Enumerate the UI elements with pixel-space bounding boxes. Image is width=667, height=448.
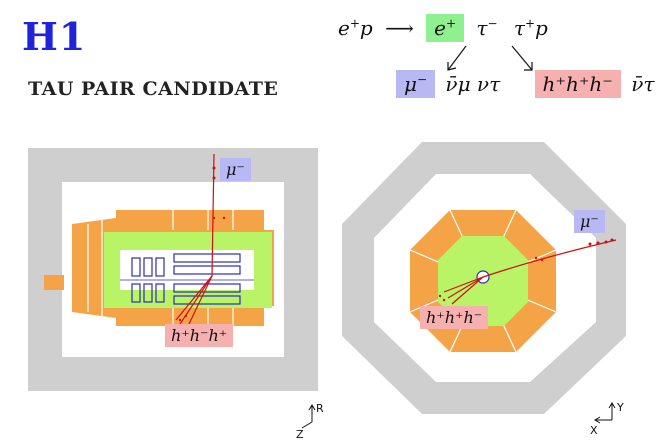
calorimeter-hits-end xyxy=(438,238,614,302)
calorimeter-cell-lines xyxy=(87,210,234,326)
muon-product: μ− xyxy=(396,70,436,98)
end-view-hadron-tag: h⁺h⁺h⁻ xyxy=(420,306,489,329)
calorimeter-hits-side xyxy=(178,166,226,322)
end-view-muon-tag: μ⁻ xyxy=(574,210,605,233)
axis-label-r: R xyxy=(316,402,324,415)
reaction-formula: e+p ⟶ e+ τ− τ+p xyxy=(338,14,548,42)
tau-minus-neutrinos: ν̄μ ντ xyxy=(445,72,501,96)
inner-region xyxy=(120,250,254,290)
tau-plus-decay-arrow xyxy=(511,45,533,71)
decay-arrows xyxy=(447,45,533,71)
side-view-axis-indicator xyxy=(301,404,316,429)
particle-tracks-end xyxy=(443,239,617,305)
initial-proton: p xyxy=(359,16,373,40)
event-title: TAU PAIR CANDIDATE xyxy=(28,78,279,100)
end-view-axis-indicator xyxy=(594,402,616,424)
plug-strip xyxy=(254,256,262,284)
axis-label-z: Z xyxy=(296,428,304,441)
h1-logo: H1 xyxy=(22,14,87,59)
final-positron: e+ xyxy=(426,14,465,42)
initial-positron: e+ xyxy=(338,16,360,40)
tau-plus: τ+ xyxy=(513,16,536,40)
tau-minus-decay-arrow xyxy=(447,45,467,71)
tau-plus-neutrino: ν̄τ xyxy=(631,72,655,96)
axis-label-x: X xyxy=(590,424,598,437)
side-view-display xyxy=(28,148,318,391)
tracker-chambers-side xyxy=(131,253,241,305)
decay-products: μ− ν̄μ ντ h⁺h⁺h⁻ ν̄τ xyxy=(396,70,655,98)
iron-yoke-side xyxy=(28,148,318,391)
tau-minus: τ− xyxy=(476,16,498,40)
plug-strip-outer xyxy=(266,256,272,284)
em-calorimeter-side xyxy=(104,232,272,308)
hadron-product: h⁺h⁺h⁻ xyxy=(534,70,621,98)
end-view-display xyxy=(342,142,626,414)
reaction-arrow: ⟶ xyxy=(385,16,414,40)
final-proton: p xyxy=(535,16,548,40)
axis-label-y: Y xyxy=(617,401,624,414)
side-view-hadron-tag: h⁺h⁻h⁺ xyxy=(165,324,234,347)
side-view-muon-tag: μ⁻ xyxy=(220,158,251,181)
forward-plug xyxy=(44,275,64,290)
